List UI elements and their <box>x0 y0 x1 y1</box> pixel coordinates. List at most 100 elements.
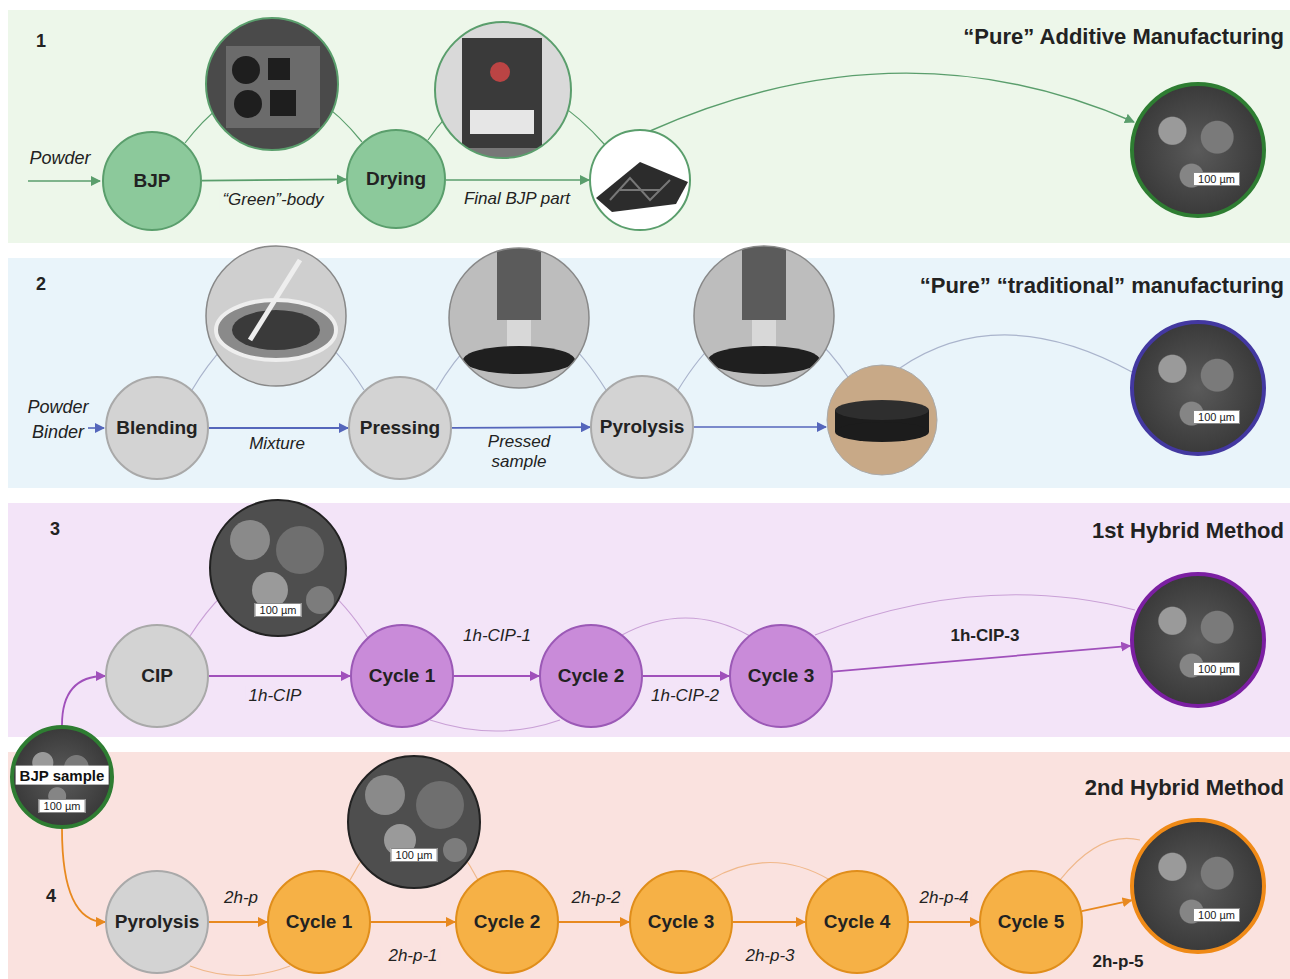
flow-arrow <box>209 427 348 429</box>
lattice-ribs <box>610 178 670 200</box>
carbon-sample-photo <box>826 364 938 476</box>
grain <box>416 781 464 829</box>
sample-label: BJP sample <box>16 766 109 785</box>
spatula <box>250 260 300 340</box>
edge-label: 1h-CIP-3 <box>948 626 1023 646</box>
photo-ground <box>200 14 350 164</box>
photo-square <box>268 58 290 80</box>
edge-label: 1h-CIP <box>246 686 305 706</box>
node-label: Cycle 1 <box>286 911 353 933</box>
photo-plate <box>226 46 320 128</box>
node-label: Blending <box>116 417 197 439</box>
leader-arc <box>1060 838 1140 880</box>
photo-ground <box>200 240 360 400</box>
photo-ground <box>826 364 938 476</box>
scale-bar-label: 100 µm <box>1193 662 1240 676</box>
process-circle: Pressing <box>348 376 452 480</box>
node-label: Cycle 4 <box>824 911 891 933</box>
node-label: Cycle 5 <box>998 911 1065 933</box>
node-label: Pressing <box>360 417 440 439</box>
band-number: 1 <box>36 31 46 52</box>
scale-bar-label: 100 µm <box>39 799 86 813</box>
input-arrow <box>88 427 104 429</box>
grain <box>365 775 405 815</box>
mixture <box>232 310 320 350</box>
scale-bar-label: 100 µm <box>391 848 438 862</box>
micrograph-circle: 100 µm <box>1130 818 1266 954</box>
photo-border <box>449 248 589 388</box>
scale-bar-label: 100 µm <box>1193 410 1240 424</box>
photo-disc <box>232 56 260 84</box>
leader-arc <box>710 863 830 881</box>
sample-micrograph: BJP sample 100 µm <box>10 725 114 829</box>
edge-label: 2h-p-2 <box>568 888 623 908</box>
photo-border <box>206 246 346 386</box>
press-ram <box>742 244 786 320</box>
edge-label: 1h-CIP-1 <box>460 626 534 646</box>
edge-label: 2h-p-1 <box>385 946 440 966</box>
grain <box>306 586 334 614</box>
process-circle: Cycle 4 <box>805 870 909 974</box>
flow-arrow <box>209 675 350 677</box>
process-circle: Cycle 1 <box>267 870 371 974</box>
process-circle: Cycle 2 <box>539 624 643 728</box>
press-photo <box>440 240 600 400</box>
band-ground <box>8 752 1290 979</box>
flow-arrow <box>62 676 105 725</box>
flow-arrow <box>694 426 826 428</box>
node-label: BJP <box>134 170 171 192</box>
flow-arc <box>650 73 1134 131</box>
band-ground <box>8 10 1290 243</box>
flow-arrow <box>454 675 539 677</box>
photo-border <box>590 130 690 230</box>
drying-oven-photo <box>430 18 580 168</box>
flow-arrow <box>909 921 979 923</box>
final-part-photo <box>588 128 692 232</box>
leader-arc <box>190 966 290 976</box>
press-sample <box>708 346 820 374</box>
process-circle: Cycle 1 <box>350 624 454 728</box>
flow-arrow <box>62 829 105 922</box>
process-circle: Cycle 5 <box>979 870 1083 974</box>
process-circle: Drying <box>346 129 446 229</box>
sample-bottom <box>835 422 929 442</box>
micrograph-circle: 100 µm <box>1130 82 1266 218</box>
edge-label: Mixture <box>246 434 308 454</box>
flow-arrow <box>733 921 805 923</box>
band-panel: 2“Pure” “traditional” manufacturingBlend… <box>8 258 1290 488</box>
input-label: Powder <box>29 148 90 169</box>
flow-arrow <box>833 646 1130 672</box>
edge-label: 2h-p-5 <box>1090 952 1147 972</box>
photo-square <box>270 90 296 116</box>
process-circle: Pyrolysis <box>105 870 209 974</box>
edge-label: 2h-p-4 <box>916 888 971 908</box>
photo-border <box>435 22 571 158</box>
grain <box>230 520 270 560</box>
scale-bar-label: 100 µm <box>1193 908 1240 922</box>
edge-label: 2h-p <box>221 888 261 908</box>
grain <box>276 526 324 574</box>
band-ground <box>8 503 1290 737</box>
edge-label: 2h-p-3 <box>742 946 797 966</box>
edge-label: 1h-CIP-2 <box>648 686 722 706</box>
node-label: Cycle 3 <box>648 911 715 933</box>
band-panel: 1“Pure” Additive ManufacturingBJPDrying1… <box>8 10 1290 243</box>
band-title: “Pure” “traditional” manufacturing <box>920 273 1284 299</box>
press-sample <box>463 346 575 374</box>
flow-arrow <box>559 921 629 923</box>
node-label: Cycle 2 <box>474 911 541 933</box>
node-label: Pyrolysis <box>600 416 685 438</box>
grain <box>443 838 467 862</box>
band-ground <box>8 258 1290 488</box>
flow-arrow <box>202 179 346 180</box>
leader-arc <box>620 618 750 636</box>
oven-panel <box>470 110 534 134</box>
photo-ground <box>588 128 692 232</box>
press-die <box>507 320 531 346</box>
band-title: 2nd Hybrid Method <box>1085 775 1284 801</box>
photo-ground <box>440 240 600 400</box>
photo-disc <box>234 90 262 118</box>
process-circle: Blending <box>105 376 209 480</box>
